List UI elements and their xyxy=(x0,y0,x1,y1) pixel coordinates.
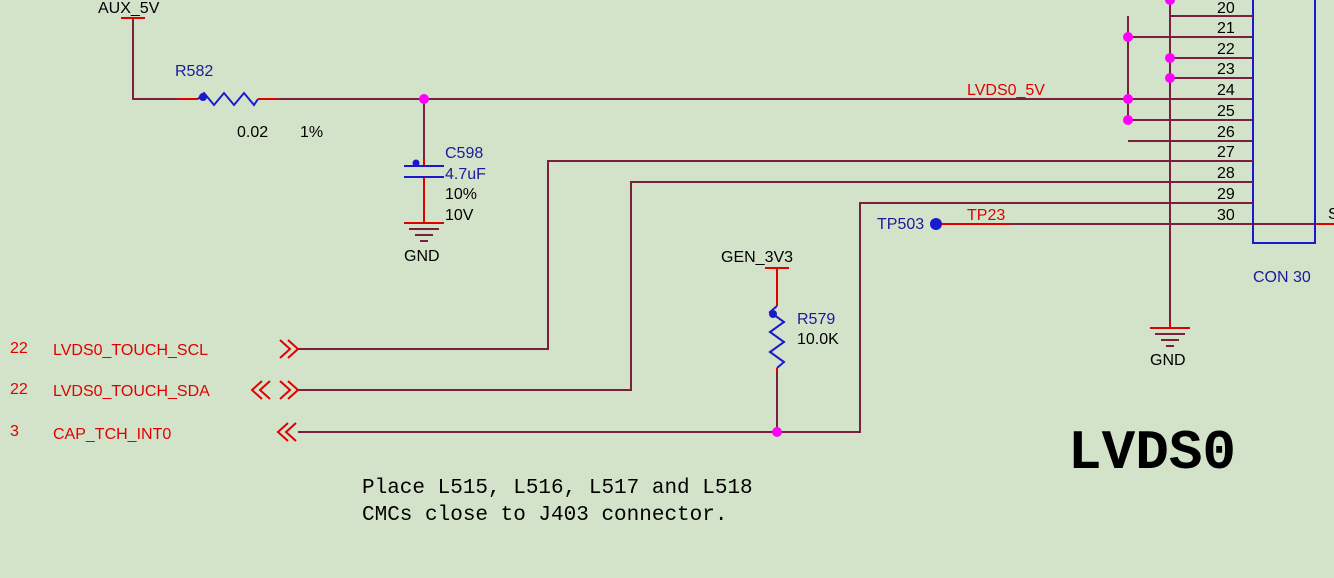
port-sheet-number: 3 xyxy=(10,423,19,440)
wire-aux5v-r582 xyxy=(132,18,178,100)
junctions xyxy=(419,0,1175,437)
junction-dot xyxy=(1165,53,1175,63)
port-name: LVDS0_TOUCH_SDA xyxy=(53,383,210,400)
component-ref: R582 xyxy=(175,63,213,80)
power-label: AUX_5V xyxy=(98,0,160,17)
connector-name: CON 30 xyxy=(1253,269,1311,286)
net-label-tp23[interactable]: TP23 xyxy=(967,207,1005,224)
port-cap-tch-int0[interactable]: 3 CAP_TCH_INT0 xyxy=(10,422,297,443)
output-arrow-icon xyxy=(279,339,300,359)
polarity-marker-icon xyxy=(412,159,420,167)
connector-pin-number: 24 xyxy=(1217,82,1235,99)
pin-number-lines xyxy=(1196,15,1253,225)
junction-dot xyxy=(772,427,782,437)
junction-dot xyxy=(1165,0,1175,5)
connector-pin-number: 22 xyxy=(1217,41,1235,58)
capacitor-c598[interactable]: C598 4.7uF 10% 10V xyxy=(404,145,486,224)
power-port-gen3v3[interactable]: GEN_3V3 xyxy=(721,249,793,269)
connector-pin-number: 29 xyxy=(1217,186,1235,203)
pin1-marker-icon xyxy=(769,310,777,318)
connector-con30[interactable]: 20 21 22 23 24 25 26 27 28 29 30 CON 30 … xyxy=(1196,0,1334,286)
bidirectional-arrow-icon xyxy=(250,380,300,400)
wire-touch-sda xyxy=(298,181,1253,391)
component-value: 0.02 xyxy=(237,124,268,141)
ground-label: GND xyxy=(404,248,440,265)
component-voltage: 10V xyxy=(445,207,474,224)
connector-body xyxy=(1252,0,1316,244)
component-tolerance: 10% xyxy=(445,186,477,203)
connector-pins: 20 21 22 23 24 25 26 27 28 29 30 xyxy=(1217,0,1235,224)
resistor-r582[interactable]: R582 0.02 1% xyxy=(175,63,323,141)
note-line-2: CMCs close to J403 connector. xyxy=(362,504,727,527)
pin1-marker-icon xyxy=(199,93,207,101)
ground-port-right[interactable]: GND xyxy=(1150,327,1190,369)
note-line-1: Place L515, L516, L517 and L518 xyxy=(362,477,753,500)
connector-pin-number: 23 xyxy=(1217,61,1235,78)
ground-label: GND xyxy=(1150,352,1186,369)
testpoint-icon xyxy=(930,218,942,230)
resistor-r579[interactable]: R579 10.0K xyxy=(768,305,839,369)
wire-cap-tch-int xyxy=(298,202,1253,433)
port-sheet-number: 22 xyxy=(10,381,28,398)
port-lvds0-touch-sda[interactable]: 22 LVDS0_TOUCH_SDA xyxy=(10,380,300,400)
component-value: 10.0K xyxy=(797,331,839,348)
power-label: GEN_3V3 xyxy=(721,249,793,266)
connector-pin-number: 30 xyxy=(1217,207,1235,224)
testpoint-ref: TP503 xyxy=(877,216,924,233)
connector-pin-number: 27 xyxy=(1217,144,1235,161)
connector-pin-number: 25 xyxy=(1217,103,1235,120)
junction-dot xyxy=(419,94,429,104)
connector-pin-number: 26 xyxy=(1217,124,1235,141)
ground-port-left[interactable]: GND xyxy=(404,222,444,265)
junction-dot xyxy=(1165,73,1175,83)
port-name: CAP_TCH_INT0 xyxy=(53,426,171,443)
port-name: LVDS0_TOUCH_SCL xyxy=(53,342,208,359)
junction-dot xyxy=(1123,94,1133,104)
connector-pin-number: 21 xyxy=(1217,20,1235,37)
connector-edge-letter: S xyxy=(1328,206,1334,223)
wire-touch-scl xyxy=(298,160,1253,350)
junction-dot xyxy=(1123,115,1133,125)
component-tolerance: 1% xyxy=(300,124,323,141)
port-sheet-number: 22 xyxy=(10,340,28,357)
net-label-lvds0-5v[interactable]: LVDS0_5V xyxy=(967,82,1045,99)
component-value: 4.7uF xyxy=(445,166,486,183)
sheet-title: LVDS0 xyxy=(1068,421,1236,485)
resistor-symbol-icon xyxy=(197,91,259,107)
power-port-aux5v[interactable]: AUX_5V xyxy=(98,0,160,19)
junction-dot xyxy=(1123,32,1133,42)
port-lvds0-touch-scl[interactable]: 22 LVDS0_TOUCH_SCL xyxy=(10,339,300,359)
connector-pin-number: 28 xyxy=(1217,165,1235,182)
testpoint-tp503[interactable]: TP503 xyxy=(877,216,942,233)
connector-pin-number: 20 xyxy=(1217,0,1235,17)
component-ref: C598 xyxy=(445,145,483,162)
component-leads xyxy=(178,98,1171,372)
input-arrow-icon xyxy=(276,422,297,442)
component-ref: R579 xyxy=(797,311,835,328)
